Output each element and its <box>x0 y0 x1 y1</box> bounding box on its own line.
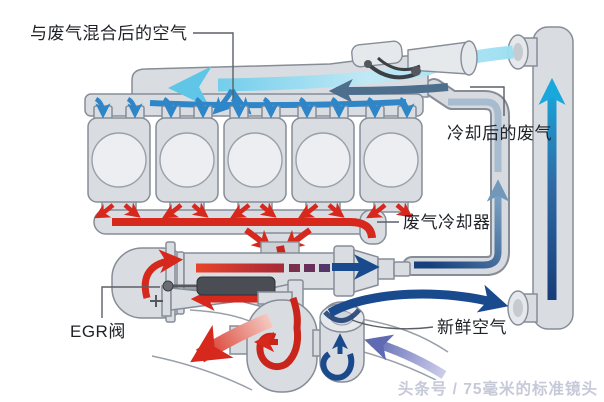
cylinder-bore <box>91 132 147 188</box>
valve-adjuster-bolt <box>150 295 163 307</box>
exhaust-branch-arrow <box>395 202 413 218</box>
cylinder-bore <box>295 132 351 188</box>
throttle-inlet-mouth <box>460 40 478 76</box>
intake-branch-arrow <box>194 97 211 119</box>
label-egr-valve: EGR阀 <box>70 322 126 341</box>
intake-branch-arrow <box>162 97 179 119</box>
intercooler <box>507 26 574 330</box>
throttle-body <box>351 40 478 80</box>
exhaust-branch-arrow <box>366 203 387 219</box>
intake-branch-arrow <box>330 97 347 119</box>
exhaust-duct-outline-bottom <box>151 355 253 391</box>
exhaust-branch-arrow <box>162 203 183 219</box>
exhaust-branch-arrow <box>191 202 209 218</box>
label-fresh-air: 新鲜空气 <box>437 318 507 337</box>
egr-return-pipe <box>402 78 510 276</box>
intake-branch-arrow <box>94 97 111 119</box>
exhaust-manifold <box>93 209 387 251</box>
egr-pipe-fill <box>404 80 508 274</box>
leader-fresh-air <box>351 319 434 330</box>
cooling-dash-3 <box>319 264 330 272</box>
exhaust-branch-arrow <box>94 203 115 219</box>
egr-cooler-stub <box>377 258 395 280</box>
throttle-pivot <box>364 60 372 68</box>
exhaust-out-arrow <box>190 313 273 363</box>
intercooler-outlet-bore <box>513 43 523 61</box>
intake-distribution-band <box>149 99 407 109</box>
intake-branch-arrows <box>94 97 415 119</box>
leader-egr-valve <box>101 286 160 318</box>
cooled-egr-upflow-arrow <box>414 179 510 269</box>
intake-branch-arrow <box>398 97 415 119</box>
engine-cylinders <box>87 105 423 213</box>
intercooler-inlet-bore <box>513 299 523 317</box>
label-cooled-exhaust: 冷却后的废气 <box>447 124 552 143</box>
egr-pipe-outline <box>402 78 510 276</box>
cylinder-bore <box>159 132 215 188</box>
egr-cooler-outlet <box>393 261 411 277</box>
intake-branch-arrow <box>230 97 247 119</box>
exhaust-branch-arrow <box>298 203 319 219</box>
label-mixed-air: 与废气混合后的空气 <box>30 24 188 43</box>
exhaust-branch-arrow <box>327 202 345 218</box>
exhaust-branch-arrow <box>259 202 277 218</box>
leader-cooled-exhaust <box>470 86 505 116</box>
exhaust-branch-arrow <box>230 203 251 219</box>
intake-branch-arrow <box>298 97 315 119</box>
throttle-cam <box>411 66 421 76</box>
exhaust-elbow-flow <box>349 218 376 239</box>
throttle-actuator <box>351 40 403 68</box>
intake-branch-arrow <box>366 97 383 119</box>
compressed-air-arrow <box>327 284 509 317</box>
label-egr-cooler: 废气冷却器 <box>403 213 491 232</box>
intake-air-arrowhead <box>168 66 212 108</box>
exhaust-branch-arrows <box>94 202 413 219</box>
egr-valve-actuator <box>196 276 276 296</box>
intake-branch-arrow <box>126 97 143 119</box>
cylinder-bore <box>227 132 283 188</box>
leader-mixed-air <box>193 32 234 99</box>
cooled-egr-merge-arrow <box>328 78 449 103</box>
egr-chamber-curl-arrow <box>141 249 184 299</box>
fresh-air-inlet-arrow <box>364 334 447 379</box>
cylinder-bore <box>363 132 419 188</box>
valve-stem-pin <box>162 280 174 292</box>
cooled-egr-top-flow <box>448 98 502 172</box>
cooling-dash-1 <box>289 264 300 272</box>
compressor-swirl-streak <box>323 308 361 323</box>
watermark: 头条号 / 75毫米的标准镜头 <box>398 379 598 398</box>
exhaust-branch-arrow <box>123 202 141 218</box>
intake-branch-arrow <box>262 97 279 119</box>
cooling-dash-2 <box>304 264 315 272</box>
throttle-linkage <box>366 62 417 80</box>
fresh-duct-outline-top <box>353 317 449 353</box>
compressor-swirl-loop <box>320 351 355 381</box>
